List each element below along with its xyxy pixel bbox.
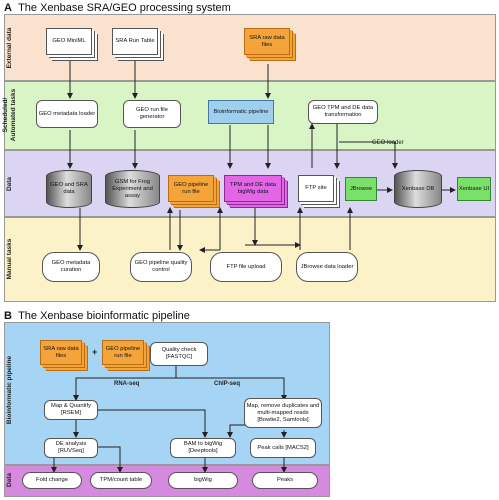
fold-change-output: Fold change: [22, 472, 82, 489]
jbrowse-box: JBrowse: [345, 177, 377, 201]
geo-pipeline-run-file-box: GEO pipeline run file: [168, 175, 214, 202]
xenbase-ui-box: Xenbase UI: [457, 177, 491, 201]
geo-pipeline-qc-box: GEO pipeline quality control: [130, 252, 192, 282]
ftp-site-box: FTP site: [298, 175, 334, 202]
section-a-title-text: The Xenbase SRA/GEO processing system: [18, 2, 231, 14]
quality-check-box: Quality check [FASTQC]: [150, 342, 208, 366]
geo-metadata-curation-box: GEO metadata curation: [42, 252, 100, 282]
plus-sign: +: [92, 347, 98, 357]
jbrowse-data-loader-box: JBrowse data loader: [296, 252, 358, 282]
chip-seq-label: ChIP-seq: [214, 381, 241, 387]
geo-loader-label: GEO loader: [372, 140, 404, 146]
b-geo-run-file-box: GEO pipeline run file: [102, 340, 144, 365]
rna-seq-label: RNA-seq: [114, 381, 140, 387]
geo-sra-data-label: GEO and SRA data: [50, 182, 88, 195]
section-b-letter: B: [4, 310, 12, 322]
map-quantify-box: Map & Quantify [RSEM]: [44, 400, 98, 420]
tpm-de-transformation-box: GEO TPM and DE data transformation: [308, 100, 378, 124]
xenbase-db-label: Xenbase DB: [401, 185, 435, 192]
gsm-frog-cylinder: GSM for Frog Experiment and assay: [105, 170, 160, 208]
section-b-title-text: The Xenbase bioinformatic pipeline: [18, 310, 190, 322]
tpm-de-bigwig-box: TPM and DE data bigWig data: [224, 175, 282, 202]
xenbase-db-cylinder: Xenbase DB: [394, 170, 442, 208]
peak-calls-box: Peak calls [MACS2]: [250, 438, 316, 458]
b-sra-raw-box: SRA raw data files: [40, 340, 82, 365]
section-a-title: A The Xenbase SRA/GEO processing system: [4, 2, 231, 14]
gsm-frog-label: GSM for Frog Experiment and assay: [112, 178, 153, 199]
geo-miniml-box: GEO MiniML: [46, 28, 92, 55]
sra-run-table-box: SRA Run Table: [112, 28, 158, 55]
tpm-count-table-output: TPM/count table: [90, 472, 152, 489]
map-remove-duplicates-box: Map, remove duplicates and multi-mapped …: [244, 398, 322, 428]
bioinformatic-pipeline-box: Bioinformatic pipeline: [208, 100, 274, 124]
ftp-file-upload-box: FTP file upload: [210, 252, 282, 282]
section-b-title: B The Xenbase bioinformatic pipeline: [4, 310, 190, 322]
geo-sra-data-cylinder: GEO and SRA data: [46, 170, 92, 208]
bam-to-bigwig-box: BAM to bigWig [Deeptools]: [170, 438, 236, 458]
sra-raw-data-box: SRA raw data files: [244, 28, 290, 55]
geo-metadata-loader-box: GEO metadata loader: [36, 100, 98, 128]
geo-run-file-generator-box: GEO run file generator: [123, 100, 181, 128]
section-a-letter: A: [4, 2, 12, 14]
bigwig-output: bigWig: [168, 472, 238, 489]
de-analysis-box: DE analysis [RUVSeq]: [44, 438, 98, 458]
peaks-output: Peaks: [252, 472, 318, 489]
